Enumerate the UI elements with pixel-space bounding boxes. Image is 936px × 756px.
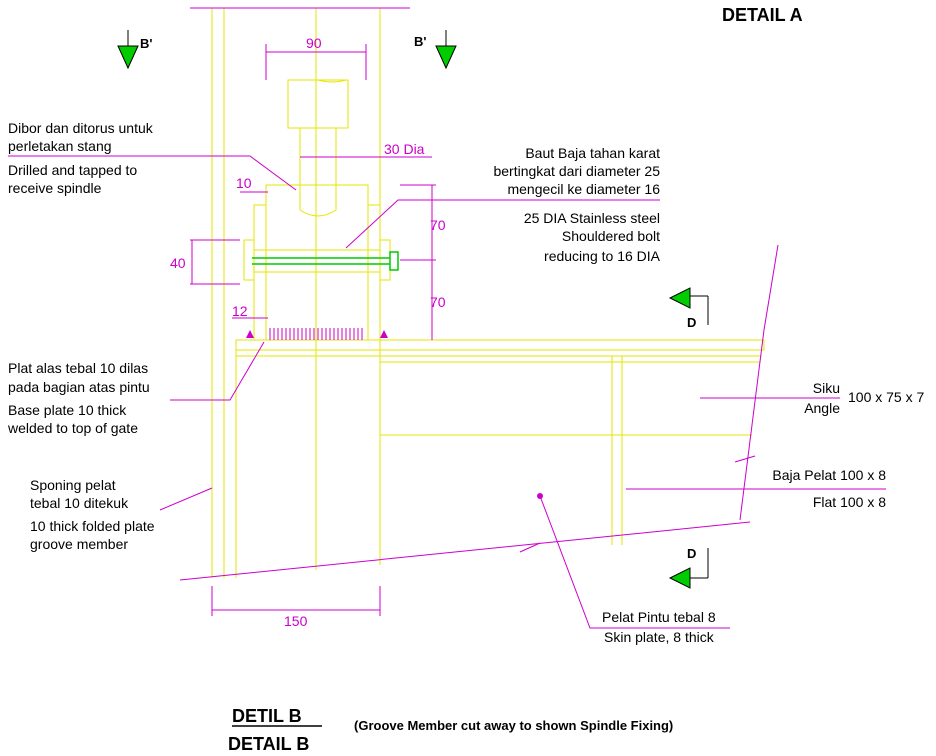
note-bolt: Baut Baja tahan karat bertingkat dari di… <box>493 145 660 264</box>
gate-structure <box>179 244 779 581</box>
section-marker-d-bottom: D <box>668 546 709 589</box>
section-marker-b-left: B' <box>117 30 152 70</box>
svg-text:Base plate 10 thick: Base plate 10 thick <box>8 402 127 418</box>
spindle <box>287 79 349 217</box>
svg-text:welded to top of gate: welded to top of gate <box>7 420 138 436</box>
note-flat: Baja Pelat 100 x 8 Flat 100 x 8 <box>772 467 886 510</box>
svg-text:Dibor dan ditorus untuk: Dibor dan ditorus untuk <box>8 120 154 136</box>
svg-text:D: D <box>687 546 696 561</box>
svg-text:receive spindle: receive spindle <box>8 180 102 196</box>
svg-text:Plat alas tebal 10 dilas: Plat alas tebal 10 dilas <box>8 360 148 376</box>
svg-text:70: 70 <box>430 294 446 310</box>
svg-text:Flat 100 x 8: Flat 100 x 8 <box>813 494 886 510</box>
groove-member <box>211 8 381 578</box>
svg-text:Sponing pelat: Sponing pelat <box>30 477 116 493</box>
svg-text:(Groove Member cut away to sho: (Groove Member cut away to shown Spindle… <box>354 718 673 733</box>
section-marker-d-top: D <box>668 287 709 330</box>
svg-text:12: 12 <box>232 303 248 319</box>
note-angle: Siku Angle 100 x 75 x 7 <box>804 380 924 416</box>
svg-text:40: 40 <box>170 255 186 271</box>
dimension-90: 90 <box>265 35 367 80</box>
dimension-12: 12 <box>232 303 268 319</box>
svg-text:Drilled and tapped to: Drilled and tapped to <box>8 162 137 178</box>
svg-text:Shouldered bolt: Shouldered bolt <box>562 228 660 244</box>
svg-text:bertingkat dari diameter 25: bertingkat dari diameter 25 <box>493 163 660 179</box>
svg-text:10: 10 <box>236 175 252 191</box>
svg-text:25 DIA Stainless steel: 25 DIA Stainless steel <box>524 210 660 226</box>
svg-text:90: 90 <box>306 35 322 51</box>
svg-text:D: D <box>687 315 696 330</box>
detail-title: DETAIL A <box>722 5 803 25</box>
svg-text:Siku: Siku <box>813 380 840 396</box>
dimension-40: 40 <box>170 239 240 285</box>
svg-text:DETAIL B: DETAIL B <box>228 734 309 754</box>
svg-text:perletakan stang: perletakan stang <box>8 138 112 154</box>
svg-text:Pelat Pintu tebal 8: Pelat Pintu tebal 8 <box>602 609 716 625</box>
svg-text:70: 70 <box>430 217 446 233</box>
note-skin-plate: Pelat Pintu tebal 8 Skin plate, 8 thick <box>602 609 716 645</box>
dimension-70-lower: 70 <box>400 259 446 340</box>
svg-text:Baja Pelat 100 x 8: Baja Pelat 100 x 8 <box>772 467 886 483</box>
svg-text:pada bagian atas pintu: pada bagian atas pintu <box>8 379 150 395</box>
bracket-block <box>253 184 381 341</box>
footer-title: DETIL B DETAIL B (Groove Member cut away… <box>228 706 673 754</box>
svg-text:Skin plate, 8 thick: Skin plate, 8 thick <box>604 629 715 645</box>
section-marker-b-right: B' <box>414 30 457 70</box>
svg-text:groove member: groove member <box>30 536 128 552</box>
dimension-70-upper: 70 <box>400 184 446 260</box>
dimension-150: 150 <box>211 586 381 629</box>
svg-text:Baut Baja tahan karat: Baut Baja tahan karat <box>525 145 660 161</box>
svg-text:reducing to 16 DIA: reducing to 16 DIA <box>544 248 661 264</box>
svg-text:B': B' <box>140 36 152 51</box>
base-plate <box>235 328 765 357</box>
dimension-30-dia: 30 Dia <box>300 141 432 158</box>
svg-text:150: 150 <box>284 613 308 629</box>
svg-text:tebal 10 ditekuk: tebal 10 ditekuk <box>30 495 129 511</box>
svg-text:DETIL B: DETIL B <box>232 706 302 726</box>
note-base-plate: Plat alas tebal 10 dilas pada bagian ata… <box>7 360 150 436</box>
svg-text:10 thick folded plate: 10 thick folded plate <box>30 518 155 534</box>
svg-text:B': B' <box>414 34 426 49</box>
note-groove: Sponing pelat tebal 10 ditekuk 10 thick … <box>30 477 155 552</box>
leader-lines <box>8 155 886 629</box>
svg-text:100 x 75 x 7: 100 x 75 x 7 <box>848 389 924 405</box>
svg-text:Angle: Angle <box>804 400 840 416</box>
svg-text:30 Dia: 30 Dia <box>384 141 425 157</box>
dimension-10: 10 <box>236 175 268 193</box>
note-drilled: Dibor dan ditorus untuk perletakan stang… <box>8 120 154 196</box>
svg-text:mengecil ke diameter 16: mengecil ke diameter 16 <box>507 181 660 197</box>
shouldered-bolt <box>243 239 399 281</box>
